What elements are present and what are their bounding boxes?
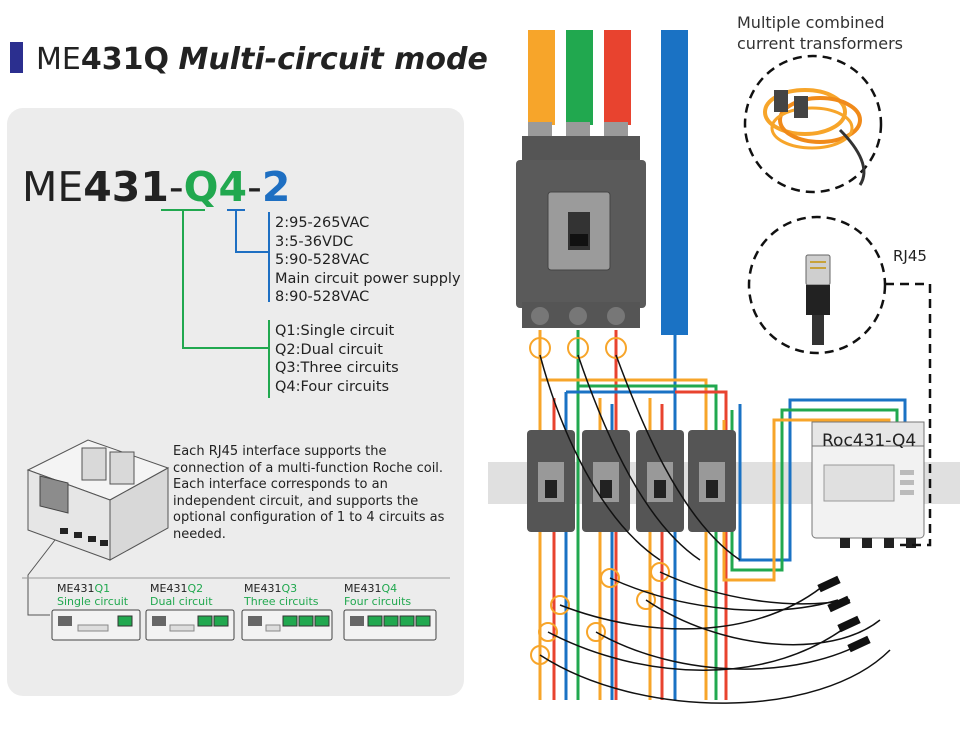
branch-breaker-icon xyxy=(636,430,684,532)
variant-model: ME431 xyxy=(244,582,282,595)
busbar-orange xyxy=(528,30,555,125)
info-panel xyxy=(7,108,464,696)
ct-dashed-circle xyxy=(743,54,883,194)
circuit-option: Q4:Four circuits xyxy=(275,378,390,395)
variant-label: Single circuit xyxy=(57,595,129,608)
busbar-blue xyxy=(661,30,688,335)
title-mode: Multi-circuit mode xyxy=(178,42,488,77)
variant-module-q3 xyxy=(241,609,333,641)
variant-model: ME431 xyxy=(150,582,188,595)
variant-code: Q3 xyxy=(281,582,298,595)
ct-caption-line: Multiple combined xyxy=(737,13,885,32)
model-code: ME431-Q4-2 xyxy=(22,163,290,211)
variant-q1: ME431Q1 Single circuit xyxy=(57,582,128,608)
page-title: ME431Q Multi-circuit mode xyxy=(36,40,488,80)
busbar-red xyxy=(604,30,631,125)
circuit-option: Q2:Dual circuit xyxy=(275,341,383,358)
circuit-options-list: Q1:Single circuit Q2:Dual circuit Q3:Thr… xyxy=(275,322,399,396)
power-option: 3:5-36VDC xyxy=(275,233,354,250)
variant-module-q4 xyxy=(343,609,437,641)
model-code-dash-1: - xyxy=(168,163,184,211)
variant-code: Q4 xyxy=(381,582,398,595)
ct-caption-line: current transformers xyxy=(737,34,903,53)
variant-q4: ME431Q4 Four circuits xyxy=(344,582,411,608)
roc-device-icon xyxy=(811,421,925,548)
model-code-circuits: Q4 xyxy=(183,163,248,211)
power-option: 2:95-265VAC xyxy=(275,215,370,231)
branch-breaker-icon xyxy=(582,430,630,532)
variant-label: Dual circuit xyxy=(150,595,213,608)
branch-breaker-icon xyxy=(527,430,575,532)
power-option: 5:90-528VAC xyxy=(275,252,370,268)
variant-code: Q2 xyxy=(187,582,204,595)
current-transformer-icon xyxy=(763,88,866,186)
variant-module-q1 xyxy=(51,609,141,641)
title-accent-bar xyxy=(10,42,23,73)
ct-caption: Multiple combined current transformers xyxy=(737,12,903,54)
busbar-green xyxy=(566,30,593,125)
rj45-description: Each RJ45 interface supports the connect… xyxy=(173,444,445,542)
meter-device-icon xyxy=(26,439,170,561)
title-model: 431Q xyxy=(80,42,169,77)
rj45-label: RJ45 xyxy=(893,247,927,265)
rj45-connector-icon xyxy=(805,254,831,345)
branch-breaker-icon xyxy=(688,430,736,532)
variant-model: ME431 xyxy=(344,582,382,595)
variant-label: Three circuits xyxy=(244,595,319,608)
roc-device-label: Roc431-Q4 xyxy=(822,431,917,451)
power-option: Main circuit power supply xyxy=(275,270,461,287)
variant-label: Four circuits xyxy=(344,595,412,608)
model-code-prefix: ME xyxy=(22,163,84,211)
model-code-number: 431 xyxy=(83,163,169,211)
circuit-option: Q1:Single circuit xyxy=(275,323,395,339)
main-breaker-icon xyxy=(516,122,646,328)
circuit-option: Q3:Three circuits xyxy=(275,360,399,376)
title-prefix: ME xyxy=(36,42,81,77)
power-option: 8:90-528VAC xyxy=(275,289,370,305)
model-code-dash-2: - xyxy=(247,163,262,211)
power-options-list: 2:95-265VAC 3:5-36VDC 5:90-528VAC Main c… xyxy=(275,214,461,307)
model-code-power: 2 xyxy=(261,163,291,211)
rj45-dashed-circle xyxy=(747,215,887,355)
variant-q2: ME431Q2 Dual circuit xyxy=(150,582,213,608)
variant-q3: ME431Q3 Three circuits xyxy=(244,582,319,608)
variant-model: ME431 xyxy=(57,582,95,595)
variant-module-q2 xyxy=(145,609,235,641)
variant-code: Q1 xyxy=(94,582,111,595)
